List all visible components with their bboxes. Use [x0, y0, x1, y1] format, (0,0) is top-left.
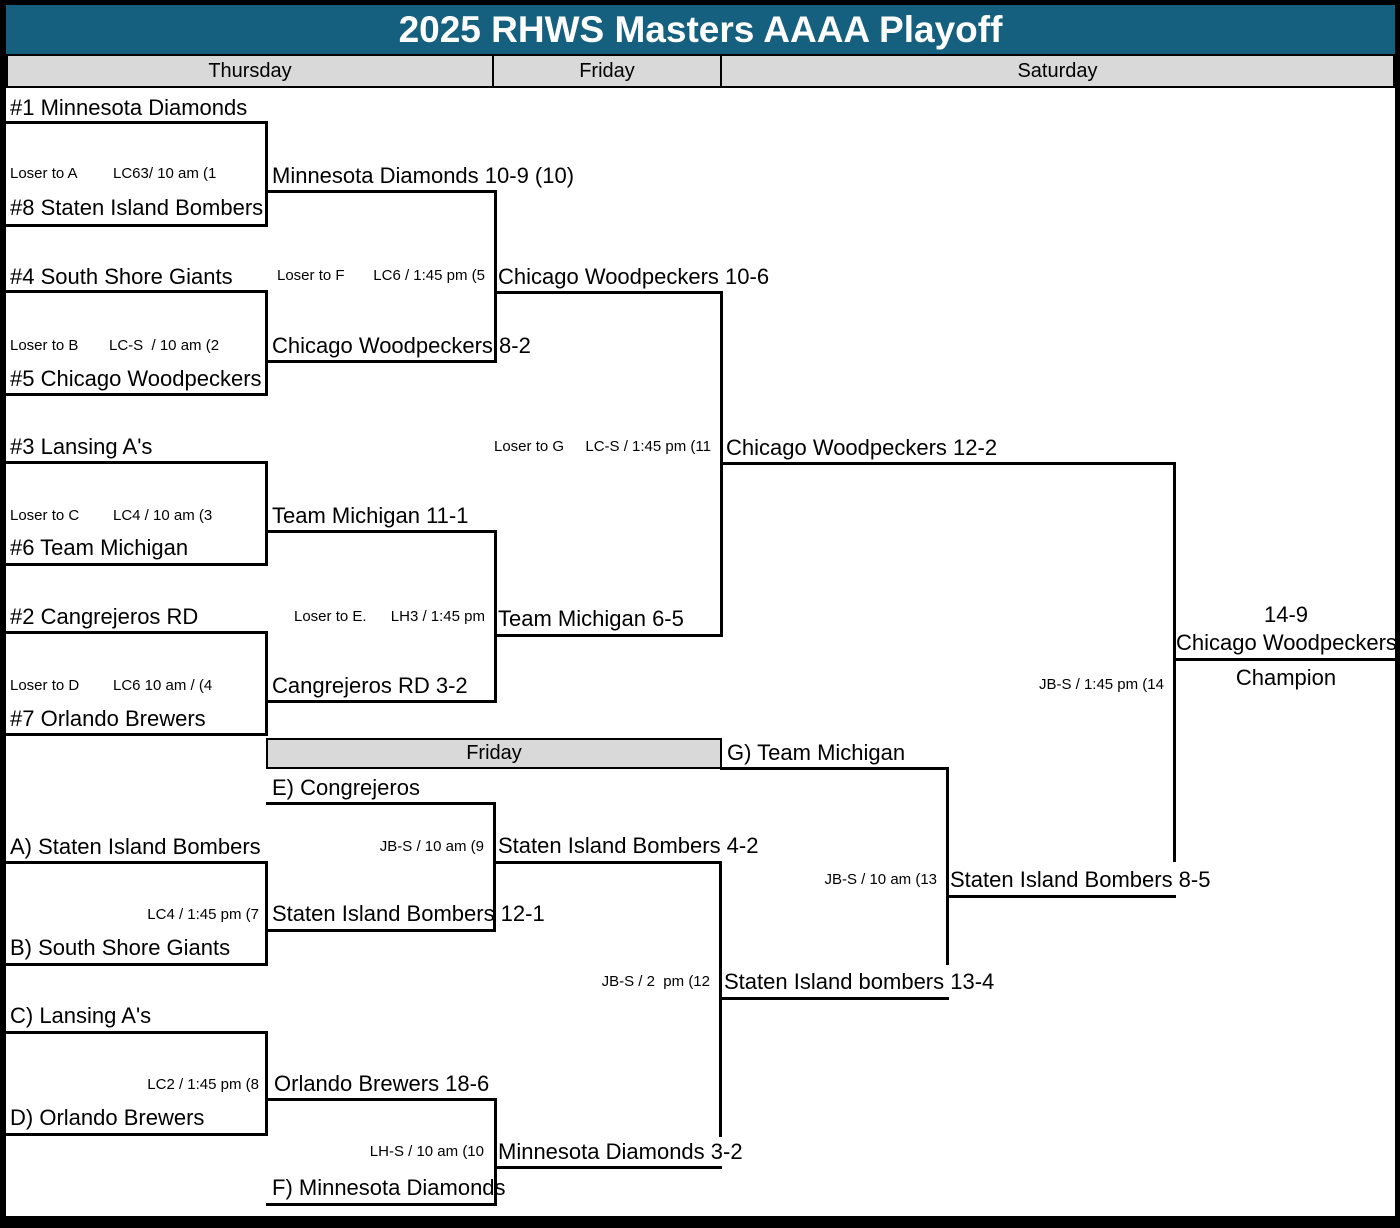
line-winner-game4: [268, 700, 497, 703]
champion-team: Chicago Woodpeckers: [1176, 630, 1397, 655]
seed-8: #8 Staten Island Bombers: [10, 195, 264, 220]
seed-6: #6 Team Michigan: [10, 535, 189, 560]
match-box-game7: [6, 861, 268, 966]
match-box-game1: [6, 121, 268, 227]
match-box-game4: [6, 631, 268, 736]
loser-to-f: Loser to F: [277, 267, 345, 284]
game2-label: LC-S / 10 am (2: [109, 337, 220, 354]
line-champion: [1173, 658, 1395, 661]
champion-final-score: 14-9: [1263, 602, 1309, 627]
entry-g: G) Team Michigan: [727, 740, 906, 765]
winner-game9: Staten Island Bombers 4-2: [498, 833, 759, 858]
line-winner-game12: [719, 997, 949, 1000]
winner-game8: Orlando Brewers 18-6: [274, 1071, 490, 1096]
connector-game14: [1173, 462, 1176, 862]
game6-label: LH3 / 1:45 pm: [390, 608, 485, 625]
connector-game9: [493, 802, 496, 932]
page-title: 2025 RHWS Masters AAAA Playoff: [6, 5, 1395, 54]
line-entry-e: [266, 802, 496, 805]
loser-to-e: Loser to E.: [294, 608, 367, 625]
game10-label: LH-S / 10 am (10: [369, 1143, 484, 1160]
connector-game6: [494, 530, 497, 703]
winner-game6: Team Michigan 6-5: [498, 606, 684, 631]
game4-label: LC6 10 am / (4: [113, 677, 213, 694]
seed-2: #2 Cangrejeros RD: [10, 604, 199, 629]
match-box-game8: [6, 1031, 268, 1136]
line-winner-game11: [720, 462, 1176, 465]
day-header-saturday: Saturday: [720, 54, 1395, 88]
game8-label: LC2 / 1:45 pm (8: [147, 1076, 259, 1093]
entry-f: F) Minnesota Diamonds: [272, 1175, 506, 1200]
game5-label: LC6 / 1:45 pm (5: [373, 267, 485, 284]
winner-game12: Staten Island bombers 13-4: [724, 969, 995, 994]
line-winner-game5: [494, 291, 723, 294]
entry-b: B) South Shore Giants: [10, 935, 231, 960]
line-winner-game3: [268, 530, 497, 533]
seed-5: #5 Chicago Woodpeckers: [10, 366, 262, 391]
game1-label: LC63/ 10 am (1: [113, 165, 217, 182]
line-winner-game9: [493, 861, 722, 864]
winner-game11: Chicago Woodpeckers 12-2: [726, 435, 998, 460]
game3-label: LC4 / 10 am (3: [113, 507, 213, 524]
loser-to-b: Loser to B: [10, 337, 79, 354]
match-box-game2: [6, 290, 268, 396]
game13-label: JB-S / 10 am (13: [824, 871, 937, 888]
seed-3: #3 Lansing A's: [10, 434, 153, 459]
match-box-game3: [6, 461, 268, 566]
mid-day-header-friday: Friday: [266, 738, 722, 769]
line-winner-game8: [268, 1098, 497, 1101]
line-winner-game7: [268, 929, 496, 932]
line-entry-f: [266, 1203, 497, 1206]
connector-game10: [494, 1098, 497, 1206]
loser-to-a: Loser to A: [10, 165, 78, 182]
line-winner-game1: [268, 190, 497, 193]
line-winner-game13: [946, 895, 1176, 898]
winner-game4: Cangrejeros RD 3-2: [272, 673, 468, 698]
day-header-thursday: Thursday: [6, 54, 494, 88]
game11-label: LC-S / 1:45 pm (11: [585, 438, 711, 455]
connector-game12: [719, 861, 722, 1137]
entry-e: E) Congrejeros: [272, 775, 420, 800]
entry-a: A) Staten Island Bombers: [10, 834, 261, 859]
loser-to-d: Loser to D: [10, 677, 80, 694]
winner-game7: Staten Island Bombers 12-1: [272, 901, 545, 926]
seed-1: #1 Minnesota Diamonds: [10, 95, 248, 120]
line-winner-game6: [494, 634, 723, 637]
connector-game11: [720, 291, 723, 637]
game7-label: LC4 / 1:45 pm (7: [147, 906, 259, 923]
connector-game13: [946, 767, 949, 965]
connector-game5: [494, 190, 497, 363]
winner-game2: Chicago Woodpeckers 8-2: [272, 333, 531, 358]
line-winner-game2: [268, 360, 497, 363]
loser-to-g: Loser to G: [494, 438, 565, 455]
day-header-friday: Friday: [492, 54, 722, 88]
winner-game13: Staten Island Bombers 8-5: [950, 867, 1211, 892]
entry-c: C) Lansing A's: [10, 1003, 152, 1028]
game12-label: JB-S / 2 pm (12: [601, 973, 710, 990]
winner-game10: Minnesota Diamonds 3-2: [498, 1139, 743, 1164]
champion-label: Champion: [1235, 665, 1337, 690]
winner-game1: Minnesota Diamonds 10-9 (10): [272, 163, 575, 188]
game9-label: JB-S / 10 am (9: [379, 838, 484, 855]
line-entry-g: [720, 767, 949, 770]
winner-game5: Chicago Woodpeckers 10-6: [498, 264, 770, 289]
seed-7: #7 Orlando Brewers: [10, 706, 206, 731]
loser-to-c: Loser to C: [10, 507, 80, 524]
game14-label: JB-S / 1:45 pm (14: [1038, 676, 1164, 693]
seed-4: #4 South Shore Giants: [10, 264, 233, 289]
line-winner-game10: [494, 1166, 722, 1169]
entry-d: D) Orlando Brewers: [10, 1105, 205, 1130]
winner-game3: Team Michigan 11-1: [272, 503, 469, 528]
